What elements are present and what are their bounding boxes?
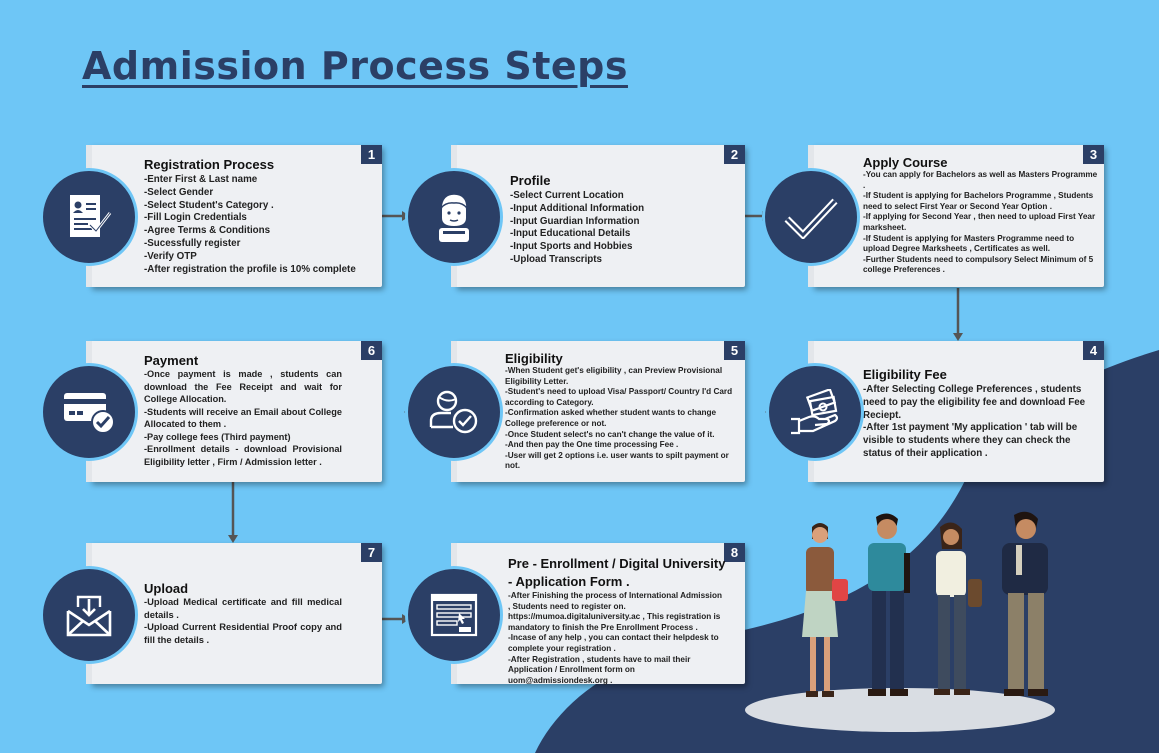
students-illustration [745,511,1055,732]
step-line: -Further Students need to compulsory Sel… [863,254,1094,275]
step-line: -Select Current Location [510,190,624,201]
step-line: -After Selecting College Preferences , s… [863,384,1086,421]
step-line: -Select Student's Category . [144,199,274,211]
step-line: -Pay college fees (Third payment) [144,431,291,442]
step-title: Eligibility [505,351,563,366]
step-line: -Upload Medical certificate and fill med… [144,596,342,620]
step-line: -After 1st payment 'My application ' tab… [863,422,1078,459]
step-line: -Confirmation asked whether student want… [505,408,717,428]
registration-form-icon [40,168,138,266]
step-title: Profile [510,173,551,188]
step-line: -And then pay the One time processing Fe… [505,440,679,450]
page-title: Admission Process Steps [82,44,628,88]
step-line: -If Student is applying for Masters Prog… [863,233,1075,254]
step-line: -Once Student select's no can't change t… [505,429,715,439]
step-line: -After registration the profile is 10% c… [144,263,356,275]
cash-hand-icon [766,363,864,461]
step-line: -If Student is applying for Bachelors Pr… [863,191,1094,211]
step-line: -Input Educational Details [510,228,631,240]
step-line: -When Student get's eligibility , can Pr… [505,366,723,386]
step-number: 2 [724,145,745,164]
step-line: https://mumoa.digitaluniversity.ac , Thi… [508,612,721,632]
step-line: -Select Gender [144,186,214,198]
checkmark-icon [762,168,860,266]
step-line: -Once payment is made , students can dow… [144,369,342,404]
step-line: -Enter First & Last name [144,174,258,185]
step-line: -Student's need to upload Visa/ Passport… [505,387,733,407]
web-form-icon [405,566,503,664]
step-7-card: 7 Upload -Upload Medical certificate and… [86,543,382,684]
step-line: -Fill Login Credentials [144,212,247,224]
step-line: -Agree Terms & Conditions [144,225,271,237]
step-line: -After Finishing the process of Internat… [508,591,722,611]
step-title: Apply Course [863,155,948,170]
step-number: 4 [1083,341,1104,360]
step-6-card: 6 Payment -Once payment is made , studen… [86,341,382,482]
user-check-icon [405,363,503,461]
step-line: -Input Additional Information [510,202,645,214]
user-profile-icon [405,168,503,266]
step-number: 7 [361,543,382,562]
step-3-card: 3 Apply Course -You can apply for Bachel… [808,145,1104,287]
step-line: -Upload Current Residential Proof copy a… [144,621,342,645]
step-number: 3 [1083,145,1104,164]
step-line: -Enrollment details - download Provision… [144,444,342,467]
step-line: -After Registration , students have to m… [508,654,691,685]
step-number: 6 [361,341,382,360]
step-line: -Upload Transcripts [510,253,602,265]
step-title: Registration Process [144,157,275,172]
step-line: -If applying for Second Year , then need… [863,212,1096,232]
step-title: Payment [144,353,199,368]
step-title: Pre - Enrollment / Digital University - … [508,556,726,589]
step-8-card: 8 Pre - Enrollment / Digital University … [451,543,745,685]
step-number: 8 [724,543,745,562]
step-title: Upload [144,581,189,596]
step-line: -Input Sports and Hobbies [510,241,633,253]
step-line: -You can apply for Bachelors as well as … [863,170,1098,190]
step-2-card: 2 Profile -Select Current Location -Inpu… [451,145,745,287]
step-line: -User will get 2 options i.e. user wants… [505,450,729,471]
step-line: -Sucessfully register [144,237,241,249]
credit-card-icon [40,363,138,461]
step-line: -Incase of any help , you can contact th… [508,633,719,653]
step-number: 1 [361,145,382,164]
mail-download-icon [40,566,138,664]
step-line: -Input Guardian Information [510,215,640,227]
step-title: Eligibility Fee [863,367,947,382]
step-number: 5 [724,341,745,360]
step-line: -Students will receive an Email about Co… [144,406,342,430]
step-line: -Verify OTP [144,250,197,262]
